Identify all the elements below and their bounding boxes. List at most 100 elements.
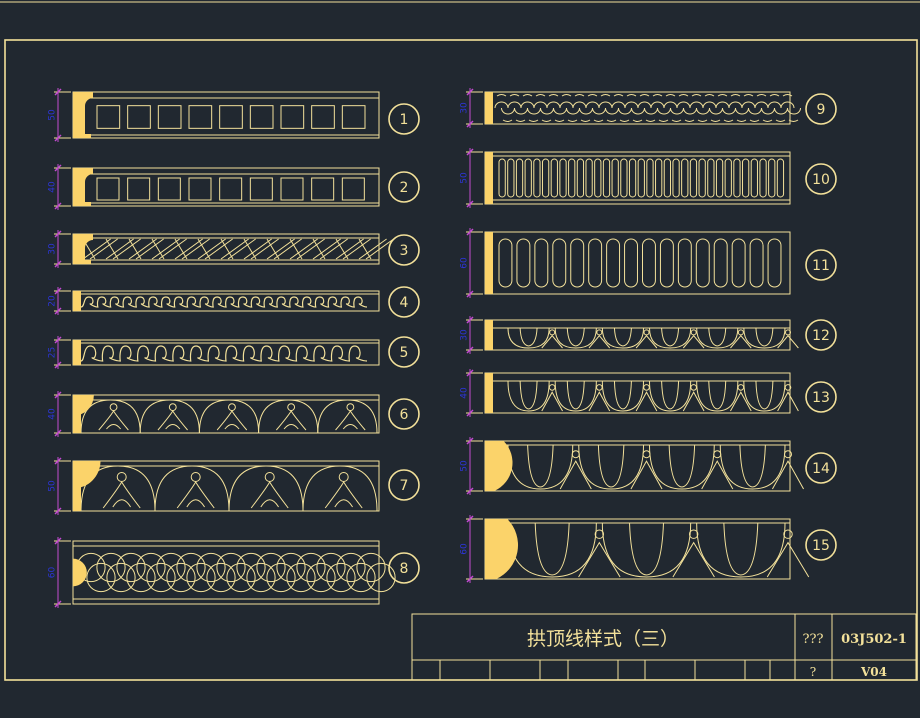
egg-shell [554, 327, 597, 349]
rope-strand [358, 238, 394, 260]
acanthus-leaf [157, 409, 188, 431]
flute [585, 158, 593, 198]
dart-tip [766, 541, 810, 578]
dart-bead [688, 529, 699, 539]
egg-inner-line [597, 444, 625, 488]
flute [759, 158, 767, 198]
rope-strand [312, 238, 348, 260]
interlace-ring-lower [86, 562, 116, 593]
scale-lower [696, 107, 710, 115]
scale-lower [514, 107, 528, 115]
egg-inner-line [629, 522, 664, 576]
pattern-number: 5 [400, 345, 409, 361]
dimension-tick [466, 437, 474, 445]
flute [498, 238, 513, 288]
dimension-tick [466, 515, 474, 523]
egg-inner-line [519, 327, 538, 347]
flute [576, 158, 585, 198]
acanthus-leaf [335, 409, 366, 431]
dimension-tick [54, 134, 62, 142]
egg-inner-line [613, 327, 632, 347]
flute [524, 158, 532, 198]
moulding-profile-fill [73, 340, 81, 365]
flute [624, 238, 638, 288]
egg-inner-line [613, 380, 632, 410]
scale-lower [774, 107, 788, 115]
square-panel [219, 105, 243, 129]
rope-strand [174, 238, 188, 260]
rope-strand [151, 238, 187, 260]
dart-tip [541, 391, 563, 412]
dart-bead [643, 329, 650, 336]
scale-lower [592, 107, 606, 115]
interlace-ring-upper [356, 552, 386, 583]
scale-edge [548, 94, 559, 97]
interlace-ring-upper [176, 552, 206, 583]
moulding-profile-fill [485, 232, 493, 294]
flute [498, 158, 506, 198]
pattern-number: 7 [400, 478, 409, 494]
interlace-ring-upper [316, 552, 346, 583]
scale-edge [756, 94, 767, 97]
pattern-number-circle [388, 103, 420, 135]
scale-upper [520, 101, 535, 109]
scale-edge [658, 119, 669, 122]
flute [659, 238, 674, 288]
dart-tip [578, 541, 621, 578]
scale-lower [566, 107, 580, 115]
scale-edge [717, 94, 728, 97]
scale-lower [618, 107, 632, 115]
square-panel [157, 177, 181, 201]
arch-curve [302, 465, 378, 512]
interlace-ring-upper [156, 552, 186, 583]
egg-inner-line [661, 380, 680, 410]
square-panel [188, 177, 212, 201]
scale-edge [723, 119, 734, 122]
dimension-tick [54, 391, 62, 399]
pattern-number-circle [805, 452, 837, 484]
interlace-ring-upper [276, 552, 306, 583]
rope-strand [220, 238, 234, 260]
scale-edge [710, 119, 721, 122]
pattern-number-circle [805, 319, 837, 351]
scale-upper [780, 101, 795, 109]
dart-tip [635, 391, 658, 412]
egg-inner-line [527, 444, 554, 488]
dimension-tick [54, 88, 62, 96]
interlace-ring-lower [326, 562, 356, 593]
flute [749, 238, 764, 288]
rope-strand [105, 238, 141, 260]
scale-upper [650, 101, 665, 109]
scale-edge [645, 119, 656, 122]
dimension-value: 40 [48, 408, 58, 420]
pattern-number: 13 [812, 390, 830, 406]
dart-tip [730, 391, 752, 412]
scale-lower [761, 107, 775, 115]
flute [655, 158, 663, 198]
dart-tip [635, 334, 658, 349]
dimension-tick [466, 88, 474, 96]
interlace-ring-lower [366, 562, 396, 593]
scale-lower [553, 107, 567, 115]
interlace-ring-upper [136, 552, 166, 583]
flute [707, 158, 715, 198]
dart-bead [784, 450, 792, 459]
flute [568, 158, 576, 198]
egg-inner-line [668, 444, 696, 488]
pattern-number: 8 [400, 561, 409, 577]
scale-lower [657, 107, 671, 115]
page-number: V04 [860, 665, 887, 679]
scale-upper [611, 101, 626, 109]
scale-lower [709, 107, 723, 115]
egg-shell [696, 522, 786, 578]
rope-strand [243, 238, 279, 260]
dimension-tick [54, 361, 62, 369]
dimension-tick [54, 429, 62, 437]
square-panel [249, 177, 273, 201]
flute [733, 158, 741, 198]
